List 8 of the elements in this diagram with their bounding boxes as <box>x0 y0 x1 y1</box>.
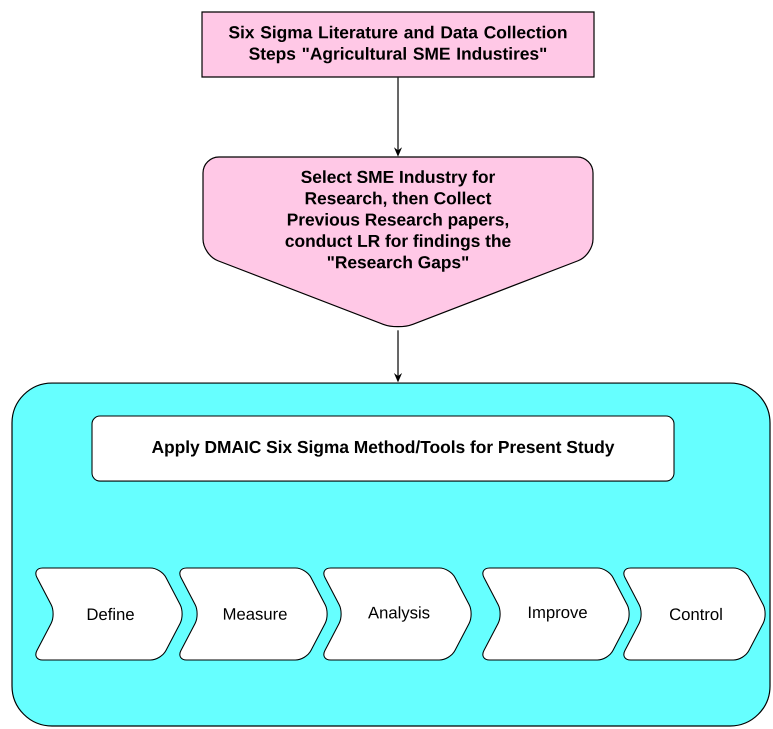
chevron-step: Measure <box>179 567 328 661</box>
pentagon-box: Select SME Industry for Research, then Collect Previous Research papers, conduct LR for findings the "Research Gaps" <box>202 156 594 328</box>
title-box: Apply DMAIC Six Sigma Method/Tools for Present Study <box>91 415 675 482</box>
chevron-step: Analysis <box>323 567 472 661</box>
chevron-step: Improve <box>482 567 630 661</box>
process-box: Six Sigma Literature and Data Collection Steps "Agricultural SME Industires" <box>201 11 595 78</box>
chevron-step: Define <box>35 567 183 661</box>
chevron-step: Control <box>623 567 766 661</box>
